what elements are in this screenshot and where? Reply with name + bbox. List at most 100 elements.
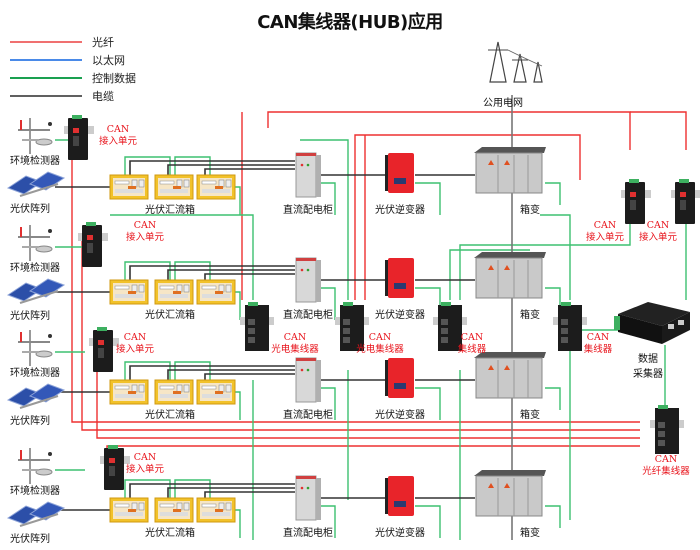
fuse [215, 291, 223, 294]
control-line [415, 387, 441, 420]
fuse [173, 509, 181, 512]
terminal-block [629, 179, 639, 183]
db9-port [87, 243, 93, 253]
cable-line [167, 164, 295, 175]
indicator [300, 268, 304, 272]
can-hub-label: CAN [587, 332, 609, 343]
cable-line [129, 483, 295, 498]
data-collector-icon [614, 302, 690, 344]
meter [225, 502, 232, 511]
breaker [114, 180, 130, 185]
db9-port [630, 200, 636, 210]
diagram-title: CAN集线器(HUB)应用 [257, 12, 443, 33]
can-access-unit-label: 接入单元 [116, 343, 155, 355]
control-line [124, 361, 171, 380]
warning-sign [504, 483, 510, 488]
legend-item-fiber: 光纤 [10, 33, 136, 51]
data-collector-label: 采集器 [633, 367, 663, 380]
box-transformer-icon [474, 147, 546, 194]
meter [183, 502, 190, 511]
combiner-box-label: 光伏汇流箱 [145, 203, 195, 216]
combiner-box-icon [109, 279, 149, 305]
meter [225, 384, 232, 393]
can-access-unit-icon [671, 179, 700, 224]
cable-line [167, 487, 295, 498]
terminal-block [614, 316, 620, 330]
cable-line [204, 168, 295, 175]
terminal-block [97, 327, 107, 331]
panel-frame [19, 513, 59, 527]
terminal-row [202, 512, 230, 516]
status-led [98, 340, 104, 345]
meter [138, 284, 145, 293]
can-optoelectric-hub-icon [240, 302, 274, 351]
legend-swatch-control-data [10, 77, 82, 79]
warning-sign [488, 265, 494, 270]
dc-cabinet-label: 直流配电柜 [283, 308, 333, 321]
collector-top [618, 302, 690, 326]
can-access-unit-icon [64, 115, 94, 160]
roof [474, 470, 546, 476]
meter [131, 179, 138, 188]
housing [475, 357, 543, 399]
warning-sign [488, 365, 494, 370]
meter [131, 284, 138, 293]
can-port [658, 431, 665, 437]
ethernet-port [678, 320, 684, 325]
indicator [306, 268, 310, 272]
meter [218, 179, 225, 188]
terminal-block [561, 302, 571, 306]
breaker [159, 180, 175, 185]
terminal-block [248, 302, 258, 306]
device-nodes [6, 41, 700, 527]
pv-array-label: 光伏阵列 [10, 414, 50, 427]
combiner-box-label: 光伏汇流箱 [145, 526, 195, 539]
terminal-row [202, 394, 230, 398]
dc-cabinet-icon [295, 257, 321, 303]
breaker [114, 503, 130, 508]
combiner-box-label: 光伏汇流箱 [145, 408, 195, 421]
cable-line [167, 269, 295, 280]
terminal-row [160, 394, 188, 398]
pv-array-icon [6, 501, 66, 527]
public-grid-label: 公用电网 [483, 96, 523, 109]
cabinet-top-stripe [296, 358, 316, 361]
legend-swatch-fiber [10, 41, 82, 43]
anemometer [48, 122, 52, 126]
inverter-display [394, 178, 406, 184]
can-port [658, 440, 665, 446]
can-port [248, 319, 255, 325]
can-hub-label: 集线器 [584, 343, 613, 355]
meter [176, 179, 183, 188]
can-access-unit-label: CAN [107, 124, 129, 135]
cabinet-top-stripe [296, 153, 316, 156]
dc-cabinet-icon [295, 152, 321, 198]
can-port [441, 328, 448, 334]
meter [138, 179, 145, 188]
indicator [306, 486, 310, 490]
box-transformer-icon [474, 352, 546, 399]
power-grid-icon [488, 41, 543, 83]
meter [138, 502, 145, 511]
fuse [173, 291, 181, 294]
terminal-row [202, 189, 230, 193]
inverter-body [388, 258, 414, 298]
env-detector-icon [18, 118, 53, 154]
can-access-unit-label: CAN [647, 220, 669, 231]
inverter-label: 光伏逆变器 [375, 526, 425, 539]
control-line [174, 479, 211, 498]
legend: 光纤 以太网 控制数据 电缆 [10, 33, 136, 105]
legend-label: 以太网 [92, 54, 125, 67]
can-access-unit-icon [100, 445, 130, 490]
cabinet-body [295, 357, 317, 403]
pv-array-icon [6, 383, 66, 409]
housing [475, 152, 543, 194]
collector-front [618, 314, 662, 344]
status-led [87, 235, 93, 240]
status-led [630, 192, 636, 197]
anemometer [48, 334, 52, 338]
pv-array-icon [6, 278, 66, 304]
can-hub-label: CAN [461, 332, 483, 343]
warning-sign [504, 160, 510, 165]
terminal-row [115, 394, 143, 398]
